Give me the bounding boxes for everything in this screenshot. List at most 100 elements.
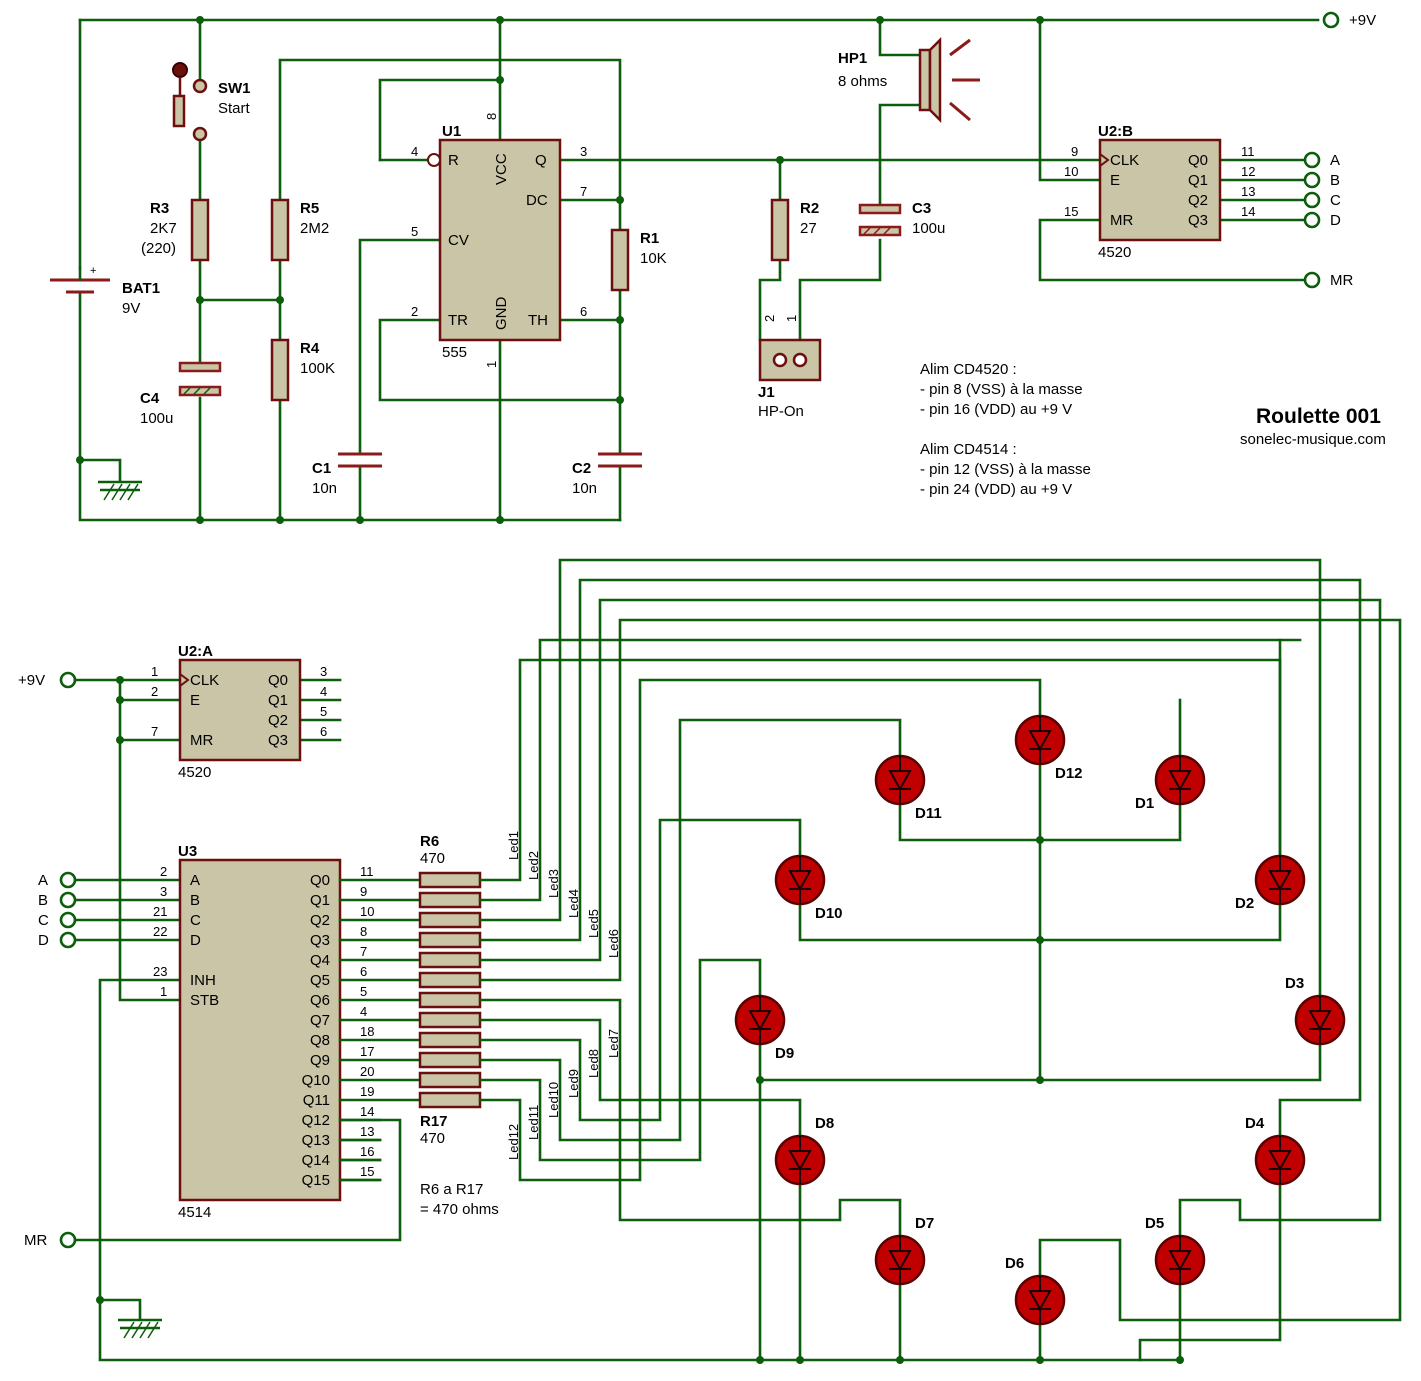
led-d4: D4 [1245,1115,1306,1186]
label-out-d: D [1330,212,1341,229]
u3-pin-q1: Q1 [310,892,330,909]
hp1-value: 8 ohms [838,73,887,90]
terminal-in-c[interactable] [59,911,77,929]
terminal-out-mr[interactable] [1303,271,1321,289]
vcc-label-top: +9V [1349,12,1376,29]
led-junctions [756,836,1184,1364]
j1-pin-1: 1 [784,315,799,322]
u3-num-20: 20 [360,1064,374,1079]
bottom-left-junctions [96,676,124,1304]
resistor-r17 [418,1091,482,1109]
diagram-title: Roulette 001 [1256,405,1381,428]
terminal-in-d[interactable] [59,931,77,949]
resistor-r9 [418,931,482,949]
j1-ref: J1 [758,384,775,401]
resistor-r8 [418,911,482,929]
led-routing-wires [478,558,1402,1362]
c4-ref: C4 [140,390,160,407]
u1-num-1: 1 [484,361,499,368]
led-net-label-11: Led11 [526,1105,541,1140]
note-cd4520-l1: - pin 8 (VSS) à la masse [920,381,1083,398]
u2b-pin-mr: MR [1110,212,1133,229]
speaker-hp1 [918,36,980,124]
u3-num-17: 17 [360,1044,374,1059]
led-d12-ref: D12 [1055,765,1083,782]
u3-pin-d: D [190,932,201,949]
u3-num-4: 4 [360,1004,367,1019]
u3-num-8: 8 [360,924,367,939]
u2a-num-6: 6 [320,724,327,739]
note-res-l2: = 470 ohms [420,1201,499,1218]
terminal-in-a[interactable] [59,871,77,889]
u1-pin-vcc: VCC [493,153,510,185]
ground-symbol-top [98,480,142,501]
u2b-num-10: 10 [1064,164,1078,179]
u1-pin-dc: DC [526,192,548,209]
u2a-pin-e: E [190,692,200,709]
label-out-mr: MR [1330,272,1353,289]
vcc-terminal-top[interactable] [1322,11,1340,29]
u1-num-5: 5 [411,224,418,239]
u2b-pin-q1: Q1 [1188,172,1208,189]
capacitor-c3 [858,203,902,237]
u3-pin-q8: Q8 [310,1032,330,1049]
r5-value: 2M2 [300,220,329,237]
u3-num-9: 9 [360,884,367,899]
terminal-out-c[interactable] [1303,191,1321,209]
note-cd4520-l2: - pin 16 (VDD) au +9 V [920,401,1072,418]
led-d9-ref: D9 [775,1045,794,1062]
u3-num-14: 14 [360,1104,374,1119]
led-d7-ref: D7 [915,1215,934,1232]
u3-num-16: 16 [360,1144,374,1159]
u3-pin-q14: Q14 [302,1152,330,1169]
u1-num-7: 7 [580,184,587,199]
led-d9: D9 [734,994,794,1062]
r17-value: 470 [420,1130,445,1147]
led-net-label-5: Led5 [586,909,601,938]
u2a-num-3: 3 [320,664,327,679]
led-d8: D8 [774,1115,834,1186]
terminal-out-b[interactable] [1303,171,1321,189]
resistor-r2 [770,198,790,262]
led-net-label-8: Led8 [586,1049,601,1078]
label-out-a: A [1330,152,1340,169]
u1-num-8: 8 [484,113,499,120]
vcc-terminal-left[interactable] [59,671,77,689]
ic-u2b-4520 [1098,138,1222,242]
c2-value: 10n [572,480,597,497]
label-in-b: B [38,892,48,909]
j1-value: HP-On [758,403,804,420]
u1-num-6: 6 [580,304,587,319]
c2-ref: C2 [572,460,591,477]
u1-pin-tr: TR [448,312,468,329]
r1-value: 10K [640,250,667,267]
note-cd4520-head: Alim CD4520 : [920,361,1017,378]
terminal-in-b[interactable] [59,891,77,909]
led-d6-ref: D6 [1005,1255,1024,1272]
led-d11: D11 [874,754,942,822]
r3-alt-value: (220) [141,240,176,257]
u2a-pin-mr: MR [190,732,213,749]
led-d3-ref: D3 [1285,975,1304,992]
u3-pin-q0: Q0 [310,872,330,889]
switch-sw1 [172,62,208,142]
note-cd4514-l2: - pin 24 (VDD) au +9 V [920,481,1072,498]
ic-u3-4514 [178,858,342,1202]
capacitor-c4 [178,361,222,397]
led-d5-ref: D5 [1145,1215,1164,1232]
terminal-out-a[interactable] [1303,151,1321,169]
u1-pin-cv: CV [448,232,469,249]
u2b-num-13: 13 [1241,184,1255,199]
r1-ref: R1 [640,230,659,247]
resistor-r10 [418,951,482,969]
terminal-out-d[interactable] [1303,211,1321,229]
label-in-c: C [38,912,49,929]
u3-num-11: 11 [360,864,374,879]
terminal-in-mr[interactable] [59,1231,77,1249]
led-net-label-10: Led10 [546,1082,561,1118]
led-d5: D5 [1145,1215,1206,1286]
u3-pin-a: A [190,872,200,889]
led-net-label-9: Led9 [566,1069,581,1098]
u3-pin-stb: STB [190,992,219,1009]
led-d6: D6 [1005,1255,1066,1326]
